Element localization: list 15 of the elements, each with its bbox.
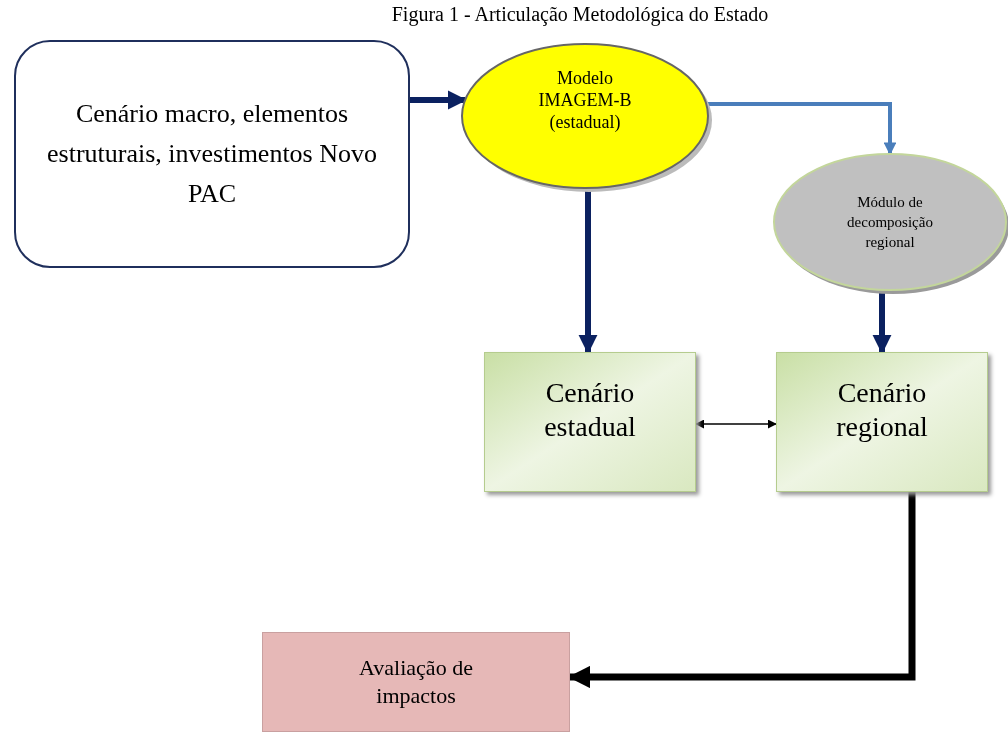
process-box — [484, 352, 696, 492]
input-box — [14, 40, 410, 268]
output-box — [262, 632, 570, 732]
node-label: Modelo IMAGEM-B (estadual) — [537, 67, 633, 133]
arrow — [410, 90, 467, 110]
model-ellipse — [460, 42, 710, 190]
arrow — [695, 419, 777, 429]
node-label: Cenário estadual — [543, 376, 637, 444]
node-label: Cenário regional — [835, 376, 929, 444]
node-label: Avaliação de impactos — [358, 654, 474, 710]
figure-title: Figura 1 - Articulação Metodológica do Estado — [390, 2, 770, 26]
node-label: Cenário macro, elementos estruturais, investimentos Novo PAC — [47, 98, 377, 210]
node-label: Módulo de decomposição regional — [846, 193, 934, 252]
process-box — [776, 352, 988, 492]
module-ellipse — [772, 152, 1008, 292]
